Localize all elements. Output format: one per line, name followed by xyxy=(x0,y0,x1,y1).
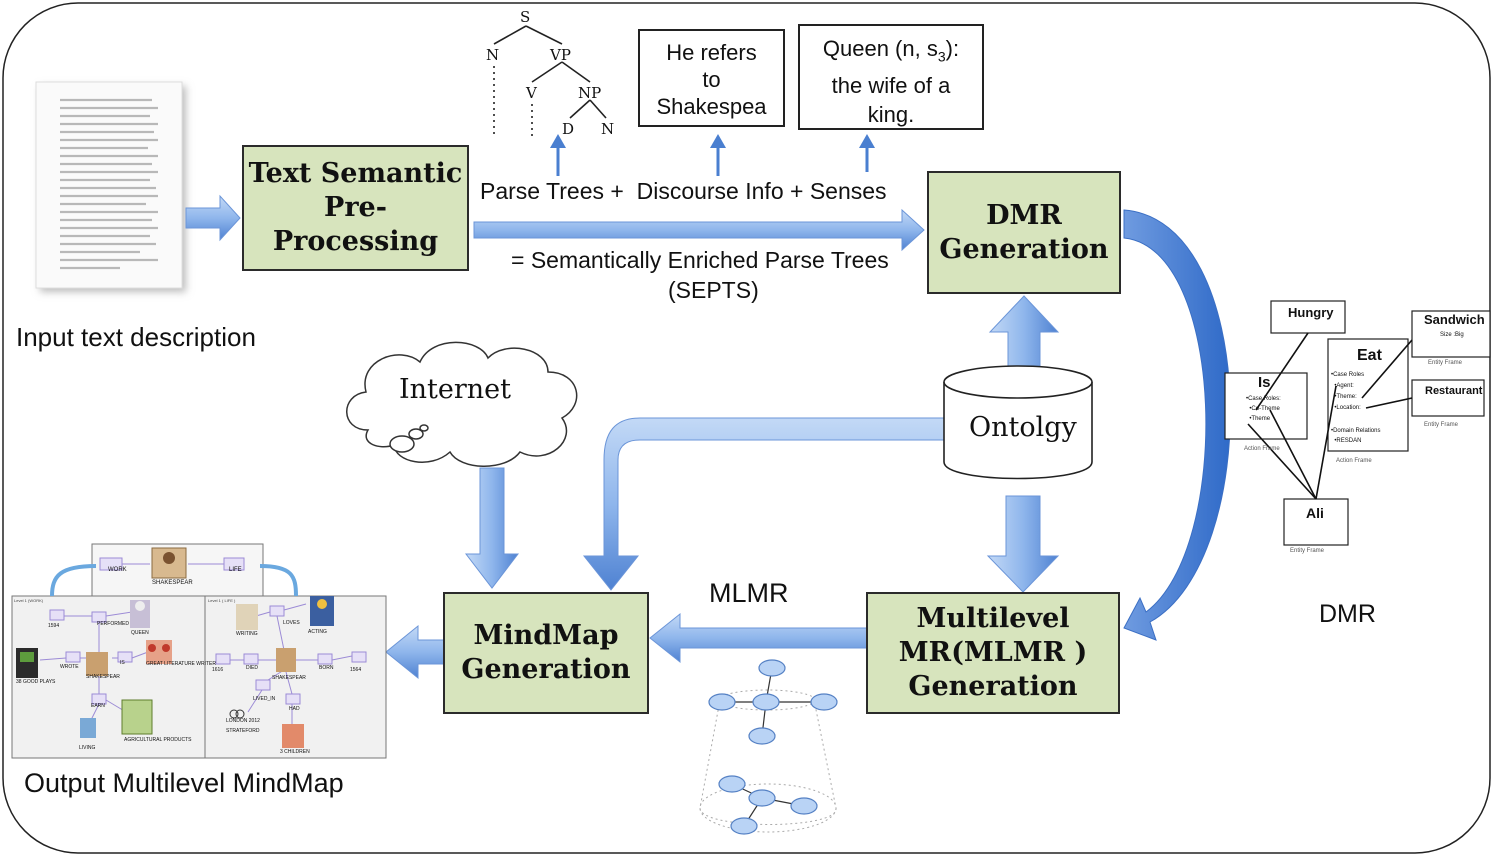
mindmap-top-center: SHAKESPEAR xyxy=(152,580,193,586)
mlmr-network-graphic xyxy=(699,659,838,835)
arrow-internet-to-mindmap xyxy=(464,467,520,589)
arrow-input-to-preprocessing xyxy=(185,194,241,242)
parse-tree-node-s: S xyxy=(520,8,531,26)
mm-left-plays: 38 GOOD PLAYS xyxy=(16,679,56,685)
dmr-frame-sandwich: Sandwich xyxy=(1424,312,1485,327)
arrow-ontology-to-mlmr xyxy=(986,495,1060,593)
word-sense-subscript: 3 xyxy=(937,48,946,65)
septs-label-line2: (SEPTS) xyxy=(668,277,759,303)
internet-cloud-shape xyxy=(346,341,578,467)
word-sense-main: Queen (n, s xyxy=(822,36,938,61)
arrow-preprocessing-to-dmr xyxy=(473,208,925,252)
dmr-frame-ali-caption: Entity Frame xyxy=(1290,548,1325,554)
text-semantic-preprocessing-box: Text Semantic Pre- Processing xyxy=(242,145,469,271)
dmr-frame-restaurant: Restaurant xyxy=(1425,385,1483,397)
mm-left-earn: EARN xyxy=(91,703,105,709)
dmr-frame-is-roles: •Case Roles: •Co-Theme •Theme xyxy=(1246,396,1281,422)
ontology-cylinder-shape xyxy=(943,365,1093,480)
mindmap-top-life: LIFE xyxy=(229,567,242,573)
mm-right-year1: 1616 xyxy=(212,667,224,673)
dmr-frame-eat-roles: •Case Roles •Agent: •Theme: •Location: xyxy=(1331,372,1365,411)
output-caption: Output Multilevel MindMap xyxy=(24,768,344,798)
parse-tree-edges xyxy=(493,25,607,138)
mm-right-lived-in: LIVED_IN xyxy=(253,696,276,702)
dmr-generation-box: DMR Generation xyxy=(927,171,1121,294)
dmr-frame-hungry: Hungry xyxy=(1288,305,1334,320)
mm-left-great: GREAT LITERATURE WRITER xyxy=(146,661,217,667)
mm-left-agri: AGRICULTURAL PRODUCTS xyxy=(124,737,192,743)
enrichment-label: Parse Trees + Discourse Info + Senses xyxy=(480,178,887,204)
ontology-label: Ontolgy xyxy=(969,412,1077,443)
mlmr-generation-box: Multilevel MR(MLMR ) Generation xyxy=(866,592,1120,714)
mm-left-living: LIVING xyxy=(79,745,96,751)
dmr-frame-sandwich-caption: Entity Frame xyxy=(1428,360,1463,366)
mm-left-wrote: WROTE xyxy=(60,664,79,670)
mm-right-children: 3 CHILDREN xyxy=(280,749,310,755)
parse-tree-node-n2: N xyxy=(601,120,615,138)
mindmap-generation-box: MindMap Generation xyxy=(443,592,649,714)
mm-right-acting: ACTING xyxy=(308,629,327,635)
mindmap-top-work: WORK xyxy=(108,567,127,573)
internet-label: Internet xyxy=(399,374,512,405)
dmr-frames-graphic xyxy=(1224,300,1491,546)
arrow-dmr-to-mlmr xyxy=(1123,209,1231,641)
discourse-info-box: He refers to Shakespea re xyxy=(638,29,785,127)
mindmap-left-header: Level 1 (WORK) xyxy=(14,598,44,603)
dmr-frame-is: Is xyxy=(1258,374,1271,391)
mm-left-year: 1594 xyxy=(48,623,60,629)
arrow-ontology-to-mindmap xyxy=(582,417,947,591)
dmr-frame-ali: Ali xyxy=(1306,505,1324,521)
mm-right-shakespear: SHAKESPEAR xyxy=(272,675,306,681)
word-sense-box: Queen (n, s3): the wife of a king. xyxy=(798,24,984,130)
mindmap-right-header: Level 1 ( LIFE ) xyxy=(208,598,236,603)
dmr-frame-sandwich-attr: Size :Big xyxy=(1440,332,1464,338)
mm-right-year2: 1564 xyxy=(350,667,362,673)
mm-right-had: HAD xyxy=(289,706,300,712)
mlmr-label: MLMR xyxy=(709,578,789,608)
parse-tree-node-vp: VP xyxy=(550,46,571,64)
input-document-icon xyxy=(35,81,186,292)
dmr-frame-eat-caption: Action Frame xyxy=(1336,458,1372,464)
mm-right-stratford: STRATEFORD xyxy=(226,728,260,734)
mindmap-icons xyxy=(16,547,334,748)
small-up-arrows xyxy=(550,134,875,176)
dmr-frame-is-caption: Action Frame xyxy=(1244,446,1280,452)
parse-tree-node-d: D xyxy=(562,120,575,138)
septs-label-line1: = Semantically Enriched Parse Trees xyxy=(511,247,889,273)
dmr-frame-eat: Eat xyxy=(1357,347,1382,364)
mm-right-london: LONDON 2012 xyxy=(226,718,260,724)
dmr-frame-restaurant-caption: Entity Frame xyxy=(1424,422,1459,428)
arrow-mlmr-to-mindmap xyxy=(649,612,869,664)
discourse-info-text: He refers to Shakespea re xyxy=(656,40,767,125)
mm-right-died: DIED xyxy=(246,665,258,671)
dmr-label: DMR xyxy=(1319,600,1376,628)
parse-tree-node-v: V xyxy=(526,84,537,102)
mm-right-born: BORN xyxy=(319,665,334,671)
mm-right-writing: WRITING xyxy=(236,631,258,637)
mm-right-loves: LOVES xyxy=(283,620,300,626)
mm-left-performed: PERFORMED xyxy=(97,621,129,627)
input-caption: Input text description xyxy=(16,322,256,352)
arrow-ontology-to-dmr xyxy=(988,295,1060,373)
mm-left-shakespear: SHAKESPEAR xyxy=(86,674,120,680)
parse-tree-node-np: NP xyxy=(578,84,602,102)
dmr-frame-links xyxy=(1247,332,1413,500)
mm-left-queen: QUEEN xyxy=(131,630,149,636)
mindmap-panels xyxy=(11,543,387,759)
arrow-mindmap-to-output xyxy=(385,624,445,680)
dmr-frame-eat-domain: •Domain Relations •RESDAN xyxy=(1331,428,1381,444)
mm-left-is: IS xyxy=(120,660,125,666)
parse-tree-node-n: N xyxy=(486,46,500,64)
word-sense-tail: ): the wife of a king. xyxy=(831,36,960,128)
